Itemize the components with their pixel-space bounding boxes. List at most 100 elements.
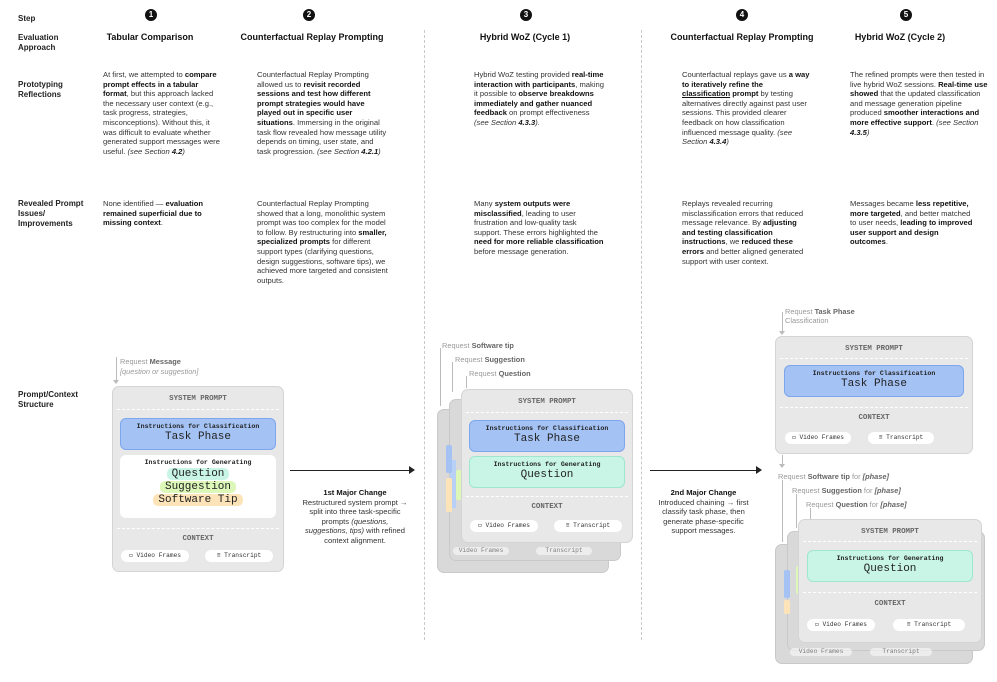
diagram5-line-1 (782, 480, 783, 542)
diagram5-instr-class: Instructions for Classification (812, 370, 936, 377)
diagram5-request-tip: Request Software tip for [phase] (778, 472, 889, 481)
diagram1-request-arrowhead (113, 380, 119, 384)
diagram5-class-card: SYSTEM PROMPT Instructions for Classific… (776, 337, 972, 453)
diagram5-line-2 (796, 494, 797, 528)
diagram5-transcript2-chip: ≡ Transcript (893, 619, 965, 631)
diagram3-line-1 (440, 348, 441, 406)
video-icon: ▭ (814, 621, 819, 628)
reflection-4: Counterfactual replays gave us a way to … (682, 70, 810, 147)
issue-4: Replays revealed recurring misclassifica… (682, 199, 804, 266)
diagram3-line-2 (452, 362, 453, 392)
diagram1-suggestion: Suggestion (159, 481, 236, 493)
diagram3-generating-box: Instructions for Generating Question (469, 456, 625, 488)
change1-title: 1st Major Change (323, 488, 387, 497)
diagram1-request-line (116, 357, 117, 381)
row-label-structure: Prompt/Context Structure (18, 390, 78, 409)
transcript-icon: ≡ (565, 522, 570, 529)
diagram3-peek-orange (446, 478, 452, 512)
diagram1-question: Question (166, 468, 230, 480)
diagram3-peek-video: Video Frames (453, 547, 509, 555)
change2-arrow (650, 470, 757, 471)
diagram3-video-chip: ▭ Video Frames (470, 520, 538, 532)
video-icon: ▭ (477, 522, 482, 529)
diagram5-divider2 (780, 407, 968, 408)
change2-title: 2nd Major Change (670, 488, 737, 497)
diagram5-question: Question (863, 563, 917, 575)
diagram3-request-tip: Request Software tip (442, 341, 514, 350)
diagram3-classification-box: Instructions for Classification Task Pha… (469, 420, 625, 452)
reflection-1: At first, we attempted to compare prompt… (103, 70, 220, 156)
diagram5-transcript-chip: ≡ Transcript (868, 432, 934, 444)
diagram5-classification-box: Instructions for Classification Task Pha… (784, 365, 964, 397)
divider-left (424, 30, 425, 640)
diagram5-front-divider (803, 541, 977, 542)
step-title-2: Counterfactual Replay Prompting (240, 32, 384, 42)
issue-1: None identified — evaluation remained su… (103, 199, 204, 228)
diagram3-divider2 (466, 496, 628, 497)
step-title-1: Tabular Comparison (106, 32, 194, 42)
diagram5-video2-chip: ▭ Video Frames (807, 619, 875, 631)
diagram1-transcript-chip: ≡ Transcript (205, 550, 273, 562)
diagram5-divider (780, 358, 968, 359)
diagram5-system2-label: SYSTEM PROMPT (861, 528, 919, 536)
change1-text: 1st Major Change Restructured system pro… (302, 488, 408, 545)
diagram5-peek-transcript: Transcript (870, 648, 932, 656)
diagram5-system-label: SYSTEM PROMPT (845, 345, 903, 353)
reflection-2: Counterfactual Replay Prompting allowed … (257, 70, 387, 156)
diagram1-request-sub: [question or suggestion] (120, 367, 199, 376)
diagram3-instr-class: Instructions for Classification (485, 425, 609, 432)
diagram1-video-chip: ▭ Video Frames (121, 550, 189, 562)
diagram5-context2-label: CONTEXT (874, 600, 906, 608)
diagram3-question: Question (520, 469, 574, 481)
diagram3-system-label: SYSTEM PROMPT (518, 398, 576, 406)
diagram3-divider (466, 412, 628, 413)
diagram3-request-suggestion: Request Suggestion (455, 355, 525, 364)
row-label-step: Step (18, 14, 36, 23)
diagram5-context-label: CONTEXT (858, 414, 890, 422)
issue-2: Counterfactual Replay Prompting showed t… (257, 199, 388, 285)
diagram3-front-card: SYSTEM PROMPT Instructions for Classific… (462, 390, 632, 542)
transcript-icon: ≡ (878, 434, 883, 441)
diagram5-peek-video: Video Frames (790, 648, 852, 656)
diagram3-transcript-chip: ≡ Transcript (554, 520, 622, 532)
row-label-reflections: Prototyping Reflections (18, 80, 63, 99)
diagram1-card: SYSTEM PROMPT Instructions for Classific… (113, 387, 283, 571)
step-title-3: Hybrid WoZ (Cycle 1) (479, 32, 571, 42)
diagram1-instr-class: Instructions for Classification (136, 423, 260, 430)
diagram3-peek-blue-2 (446, 445, 452, 473)
change1-arrow (290, 470, 410, 471)
diagram3-line-3 (466, 376, 467, 388)
reflection-3: Hybrid WoZ testing provided real-time in… (474, 70, 604, 127)
diagram5-request-suggestion: Request Suggestion for [phase] (792, 486, 901, 495)
step-title-5: Hybrid WoZ (Cycle 2) (854, 32, 946, 42)
diagram3-peek-transcript: Transcript (536, 547, 592, 555)
row-label-evaluation: Evaluation Approach (18, 33, 59, 52)
diagram1-system-label: SYSTEM PROMPT (169, 395, 227, 403)
diagram5-line-3 (810, 508, 811, 522)
diagram5-request-top-sub: Classification (785, 316, 829, 325)
issue-5: Messages became less repetitive, more ta… (850, 199, 973, 247)
diagram1-request: Request Message (120, 357, 181, 366)
diagram1-divider2 (117, 528, 279, 529)
diagram1-generating-box: Instructions for Generating Question Sug… (120, 455, 276, 518)
diagram3-request-question: Request Question (469, 369, 531, 378)
row-label-issues: Revealed Prompt Issues/ Improvements (18, 199, 84, 228)
diagram5-request-top: Request Task Phase (785, 307, 855, 316)
change2-arrowhead (756, 466, 762, 474)
step-number-1: 1 (145, 9, 157, 21)
diagram1-instr-gen: Instructions for Generating (144, 459, 252, 466)
diagram5-top-line (782, 312, 783, 332)
divider-right (641, 30, 642, 640)
diagram5-task-phase: Task Phase (840, 378, 907, 390)
diagram3-peek-blue (450, 460, 456, 508)
step-number-2: 2 (303, 9, 315, 21)
video-icon: ▭ (128, 552, 133, 559)
diagram5-video-chip: ▭ Video Frames (785, 432, 851, 444)
diagram5-instr-gen: Instructions for Generating (836, 555, 944, 562)
diagram5-generating-box: Instructions for Generating Question (807, 550, 973, 582)
transcript-icon: ≡ (906, 621, 911, 628)
diagram1-task-phase: Task Phase (164, 431, 231, 443)
diagram3-context-label: CONTEXT (531, 503, 563, 511)
diagram5-peek-orange (784, 600, 790, 614)
reflection-5: The refined prompts were then tested in … (850, 70, 988, 137)
